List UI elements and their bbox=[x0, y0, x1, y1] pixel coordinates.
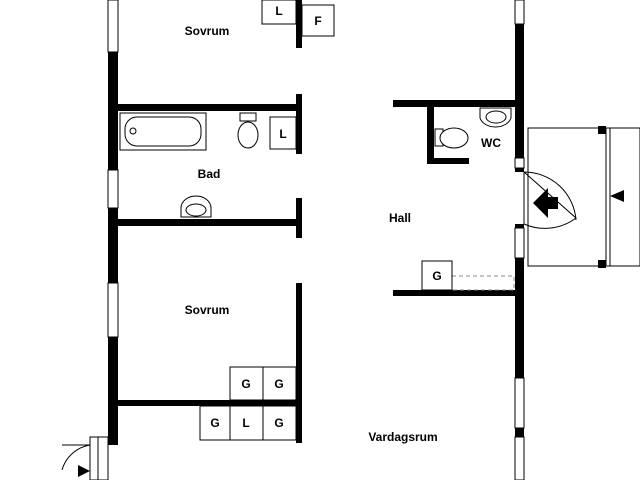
wall-bad-bottom bbox=[108, 219, 302, 226]
arrow-left-icon bbox=[533, 188, 558, 218]
wall-bad-right-upper bbox=[296, 94, 302, 154]
wardrobe-row2-a-label: G bbox=[210, 416, 219, 430]
arrow-right-icon bbox=[78, 465, 90, 477]
cabinet-bad-l bbox=[269, 116, 297, 150]
cabinet-hall-g-label: G bbox=[432, 269, 441, 283]
side-door-frame bbox=[89, 436, 109, 480]
wardrobe-row1-a-label: G bbox=[241, 377, 250, 391]
toilet-bad bbox=[237, 121, 259, 149]
wardrobe-row2-b bbox=[229, 405, 264, 441]
room-label-sovrum-bottom: Sovrum bbox=[185, 303, 230, 317]
wall-bad-top bbox=[108, 104, 302, 111]
wall-sovrum-top-right bbox=[296, 0, 302, 48]
wall-hall-bottom bbox=[393, 290, 520, 296]
toilet-wc bbox=[439, 127, 469, 149]
porch-post-top bbox=[598, 126, 606, 134]
entrance-door-swing bbox=[523, 170, 577, 229]
room-label-bad: Bad bbox=[198, 167, 221, 181]
porch-post-bottom bbox=[598, 260, 606, 268]
wall-sovrum-bottom-right bbox=[296, 283, 302, 443]
wall-bad-right-lower bbox=[296, 198, 302, 238]
room-label-vardagsrum: Vardagsrum bbox=[368, 430, 437, 444]
hall-dashed-area bbox=[451, 275, 515, 291]
cabinet-top-f bbox=[301, 4, 335, 37]
side-door-swing bbox=[61, 444, 91, 471]
wardrobe-row1-b bbox=[262, 366, 297, 401]
window-right-2 bbox=[514, 157, 525, 169]
wardrobe-row1-b-label: G bbox=[274, 377, 283, 391]
window-left-1 bbox=[107, 0, 119, 53]
cabinet-bad-l-label: L bbox=[279, 127, 286, 141]
wall-wc-bottom bbox=[427, 158, 469, 164]
wall-wc-top bbox=[393, 100, 520, 107]
wardrobe-row2-a bbox=[199, 405, 231, 441]
arrow-left-icon bbox=[610, 190, 624, 202]
cabinet-hall-g bbox=[421, 260, 453, 291]
window-left-3 bbox=[107, 282, 119, 338]
window-right-5 bbox=[514, 436, 525, 480]
room-label-sovrum-top: Sovrum bbox=[185, 24, 230, 38]
toilet-bad-tank bbox=[239, 112, 257, 122]
room-label-hall: Hall bbox=[389, 211, 411, 225]
window-left-2 bbox=[107, 169, 119, 209]
wall-wc-left bbox=[427, 100, 434, 164]
wall-sovrum-bottom bbox=[108, 400, 302, 406]
wardrobe-row2-c bbox=[262, 405, 297, 441]
cabinet-top-l bbox=[261, 0, 297, 25]
porch-outline bbox=[527, 127, 640, 267]
wardrobe-row1-a bbox=[229, 366, 264, 401]
window-right-3 bbox=[514, 227, 525, 259]
bathtub-inner bbox=[124, 116, 202, 147]
cabinet-top-l-label: L bbox=[275, 4, 282, 18]
cabinet-top-f-label: F bbox=[314, 14, 321, 28]
wardrobe-row2-b-label: L bbox=[242, 416, 249, 430]
window-right-4 bbox=[514, 377, 525, 429]
window-right-1 bbox=[514, 0, 525, 25]
room-label-wc: WC bbox=[481, 136, 501, 150]
wardrobe-row2-c-label: G bbox=[274, 416, 283, 430]
